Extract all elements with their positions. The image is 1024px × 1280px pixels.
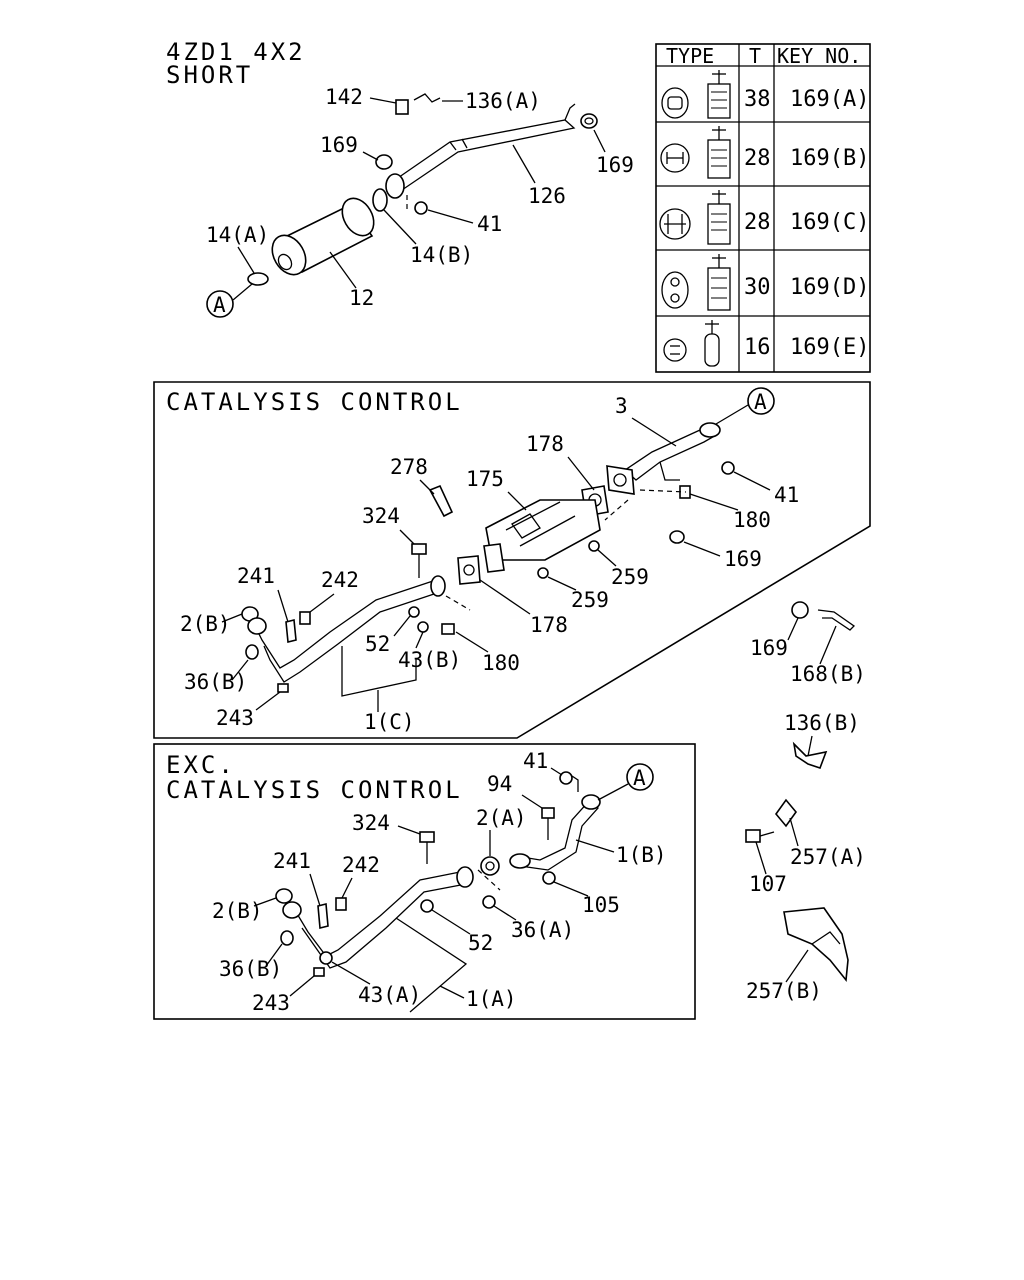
marker-a-label: A: [213, 293, 226, 317]
marker-a: [747, 387, 775, 415]
callout-257a: 257(A): [790, 845, 866, 869]
row-key-value: 169(D): [790, 275, 869, 300]
marker-a-label: A: [754, 390, 767, 414]
callout-2a: 2(A): [476, 806, 527, 830]
callout-169: 169: [724, 547, 762, 571]
exc-title-line2: CATALYSIS CONTROL: [166, 776, 463, 804]
callout-43a: 43(A): [358, 983, 421, 1007]
row-t-value: 28: [744, 146, 771, 171]
callout-1b: 1(B): [616, 843, 667, 867]
callout-41: 41: [523, 749, 548, 773]
callout-259: 259: [571, 588, 609, 612]
row-key-value: 169(B): [790, 146, 869, 171]
callout-36b: 36(B): [219, 957, 282, 981]
callout-12: 12: [349, 286, 374, 310]
rubber-mount-type-e-icon: [663, 320, 720, 367]
exc-catalysis-control-panel: [153, 743, 696, 1020]
row-key-value: 169(E): [790, 335, 869, 360]
callout-52: 52: [468, 931, 493, 955]
callout-168b: 168(B): [790, 662, 866, 686]
callout-136a: 136(A): [465, 89, 541, 113]
callout-178: 178: [530, 613, 568, 637]
key-table: TYPE T KEY NO.: [655, 43, 871, 373]
row-t-value: 38: [744, 87, 771, 112]
callout-3: 3: [615, 394, 628, 418]
row-key-value: 169(C): [790, 210, 869, 235]
exc-title-line1: EXC.: [166, 751, 236, 779]
callout-242: 242: [342, 853, 380, 877]
callout-242: 242: [321, 568, 359, 592]
model-title: 4ZD1 4X2: [166, 38, 306, 66]
callout-41: 41: [774, 483, 799, 507]
callout-180: 180: [733, 508, 771, 532]
callout-169: 169: [750, 636, 788, 660]
callout-241: 241: [273, 849, 311, 873]
callout-1a: 1(A): [466, 987, 517, 1011]
callout-278: 278: [390, 455, 428, 479]
callout-324: 324: [362, 504, 400, 528]
callout-2b: 2(B): [212, 899, 263, 923]
rubber-mount-type-b-icon: [660, 126, 731, 179]
callout-180: 180: [482, 651, 520, 675]
catalysis-control-title: CATALYSIS CONTROL: [166, 388, 463, 416]
row-key-value: 169(A): [790, 87, 869, 112]
callout-169: 169: [320, 133, 358, 157]
callout-126: 126: [528, 184, 566, 208]
row-t-value: 30: [744, 275, 771, 300]
marker-a-label: A: [633, 766, 646, 790]
callout-2b: 2(B): [180, 612, 231, 636]
rubber-mount-type-a-icon: [661, 70, 731, 119]
callout-43b: 43(B): [398, 648, 461, 672]
callout-257b: 257(B): [746, 979, 822, 1003]
rubber-mount-type-c-icon: [659, 190, 731, 245]
muffler-assembly: [247, 93, 598, 286]
callout-94: 94: [487, 772, 512, 796]
callout-14b: 14(B): [410, 243, 473, 267]
callout-105: 105: [582, 893, 620, 917]
exc-catalysis-assembly: [275, 771, 601, 977]
table-header-type: TYPE: [666, 44, 714, 68]
callout-259: 259: [611, 565, 649, 589]
callout-243: 243: [252, 991, 290, 1015]
row-t-value: 28: [744, 210, 771, 235]
table-header-key: KEY NO.: [777, 44, 861, 68]
row-t-value: 16: [744, 335, 771, 360]
callout-41: 41: [477, 212, 502, 236]
callout-36a: 36(A): [511, 918, 574, 942]
callout-175: 175: [466, 467, 504, 491]
model-subtitle: SHORT: [166, 61, 253, 89]
marker-a: [206, 290, 234, 318]
callout-324: 324: [352, 811, 390, 835]
callout-107: 107: [749, 872, 787, 896]
loose-parts: [745, 601, 856, 983]
catalysis-control-panel: [153, 381, 871, 739]
callout-52: 52: [365, 632, 390, 656]
callout-243: 243: [216, 706, 254, 730]
callout-142: 142: [325, 85, 363, 109]
catalysis-assembly: [241, 422, 735, 693]
callout-14a: 14(A): [206, 223, 269, 247]
rubber-mount-type-d-icon: [661, 254, 731, 311]
marker-a: [626, 763, 654, 791]
table-header-t: T: [749, 44, 761, 68]
callout-136b: 136(B): [784, 711, 860, 735]
callout-241: 241: [237, 564, 275, 588]
callout-1c: 1(C): [364, 710, 415, 734]
callout-178: 178: [526, 432, 564, 456]
callout-169: 169: [596, 153, 634, 177]
